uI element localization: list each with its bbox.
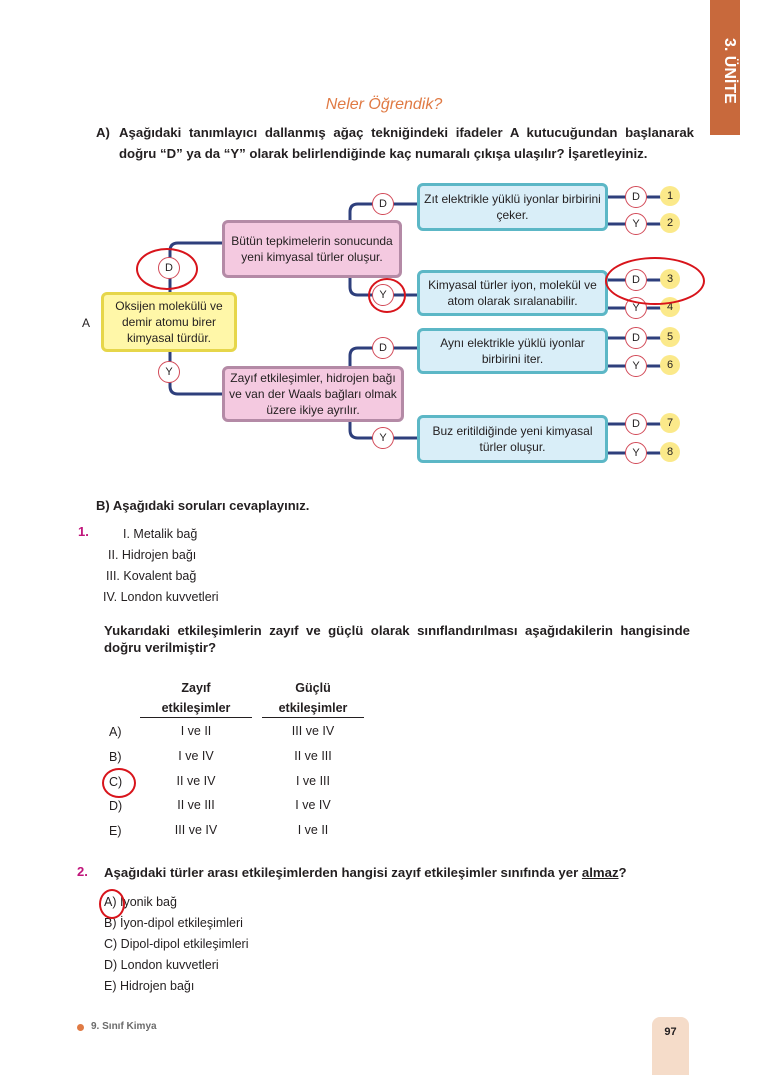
q2-option-d: D) London kuvvetleri [104, 958, 219, 972]
unit-tab: 3. ÜNİTE [710, 0, 740, 135]
start-label: A [82, 316, 91, 330]
q1-col2-underline [262, 717, 364, 718]
leaf3-d-node: D [625, 327, 647, 349]
q1-item-4: IV. London kuvvetleri [103, 590, 219, 604]
leaf-box-2: Kimyasal türler iyon, molekül ve atom ol… [417, 270, 608, 316]
q1-stem-line1: Yukarıdaki etkileşimlerin zayıf ve güçlü… [104, 623, 690, 638]
output-8: 8 [660, 442, 680, 462]
leaf-box-3: Aynı elektrikle yüklü iyonlar birbirini … [417, 328, 608, 374]
mid-bottom-d-node: D [372, 337, 394, 359]
q1-stem-line2: doğru verilmiştir? [104, 640, 217, 655]
part-a-text-line1: Aşağıdaki tanımlayıcı dallanmış ağaç tek… [119, 125, 694, 140]
root-box: Oksijen molekülü ve demir atomu birer ki… [101, 292, 237, 352]
footer-dot [77, 1024, 84, 1031]
leaf4-d-node: D [625, 413, 647, 435]
q1-col1-header-line1: Zayıf [181, 681, 211, 695]
q1-row-a-strong: III ve IV [291, 724, 335, 738]
tree-connectors [168, 195, 662, 455]
leaf1-d-node: D [625, 186, 647, 208]
leaf4-y-node: Y [625, 442, 647, 464]
annotation-circle-q1-c [102, 768, 136, 798]
page-number: 97 [664, 1026, 677, 1038]
part-a-label: A) [96, 125, 110, 140]
output-6: 6 [660, 355, 680, 375]
mid-top-box: Bütün tepkimelerin sonucunda yeni kimyas… [222, 220, 402, 278]
q1-item-3: III. Kovalent bağ [106, 569, 197, 583]
leaf1-y-node: Y [625, 213, 647, 235]
q2-option-e: E) Hidrojen bağı [104, 979, 195, 993]
q1-number: 1. [78, 524, 89, 539]
q1-opt-e: E) [109, 824, 122, 838]
q1-item-1: I. Metalik bağ [123, 527, 198, 541]
annotation-circle-q2-a [99, 889, 125, 919]
part-b-title: B) Aşağıdaki soruları cevaplayınız. [96, 498, 310, 513]
annotation-circle-mid-y [368, 278, 406, 313]
mid-bottom-y-node: Y [372, 427, 394, 449]
page-number-tab: 97 [652, 1017, 689, 1075]
q1-row-d-strong: I ve IV [295, 798, 331, 812]
annotation-circle-root-d [136, 248, 198, 290]
q2-stem: Aşağıdaki türler arası etkileşimlerden h… [104, 864, 627, 882]
q2-option-b: B) İyon-dipol etkileşimleri [104, 916, 243, 930]
q1-row-a-weak: I ve II [180, 724, 212, 738]
mid-top-d-node: D [372, 193, 394, 215]
q2-number: 2. [77, 864, 88, 879]
leaf3-y-node: Y [625, 355, 647, 377]
q1-row-b-weak: I ve IV [178, 749, 214, 763]
part-a-text-line2: doğru “D” ya da “Y” olarak belirlendiğin… [119, 146, 648, 161]
q2-stem-text: Aşağıdaki türler arası etkileşimlerden h… [104, 865, 579, 880]
q2-stem-end: ? [618, 865, 627, 880]
footer-book: 9. Sınıf Kimya [91, 1021, 157, 1032]
section-title: Neler Öğrendik? [325, 96, 443, 113]
q1-opt-d: D) [109, 799, 123, 813]
root-y-node: Y [158, 361, 180, 383]
q1-col1-underline [140, 717, 252, 718]
q2-stem-underlined: almaz [581, 865, 619, 880]
annotation-circle-output-3 [605, 257, 705, 305]
output-2: 2 [660, 213, 680, 233]
output-7: 7 [660, 413, 680, 433]
q1-opt-a: A) [109, 725, 122, 739]
q1-col1-header-line2: etkileşimler [161, 701, 231, 715]
q1-row-c-strong: I ve III [295, 774, 331, 788]
output-1: 1 [660, 186, 680, 206]
q1-row-e-strong: I ve II [297, 823, 329, 837]
q1-col2-header-line1: Güçlü [295, 681, 331, 695]
q1-row-e-weak: III ve IV [174, 823, 218, 837]
leaf-box-1: Zıt elektrikle yüklü iyonlar birbirini ç… [417, 183, 608, 231]
q2-option-c: C) Dipol-dipol etkileşimleri [104, 937, 249, 951]
mid-bottom-box: Zayıf etkileşimler, hidrojen bağı ve van… [222, 366, 404, 422]
q1-col2-header-line2: etkileşimler [278, 701, 348, 715]
output-5: 5 [660, 327, 680, 347]
leaf-box-4: Buz eritildiğinde yeni kimyasal türler o… [417, 415, 608, 463]
q1-row-c-weak: II ve IV [176, 774, 216, 788]
q1-opt-b: B) [109, 750, 122, 764]
q1-item-2: II. Hidrojen bağı [108, 548, 197, 562]
q1-row-b-strong: II ve III [294, 749, 332, 763]
q1-row-d-weak: II ve III [177, 798, 215, 812]
